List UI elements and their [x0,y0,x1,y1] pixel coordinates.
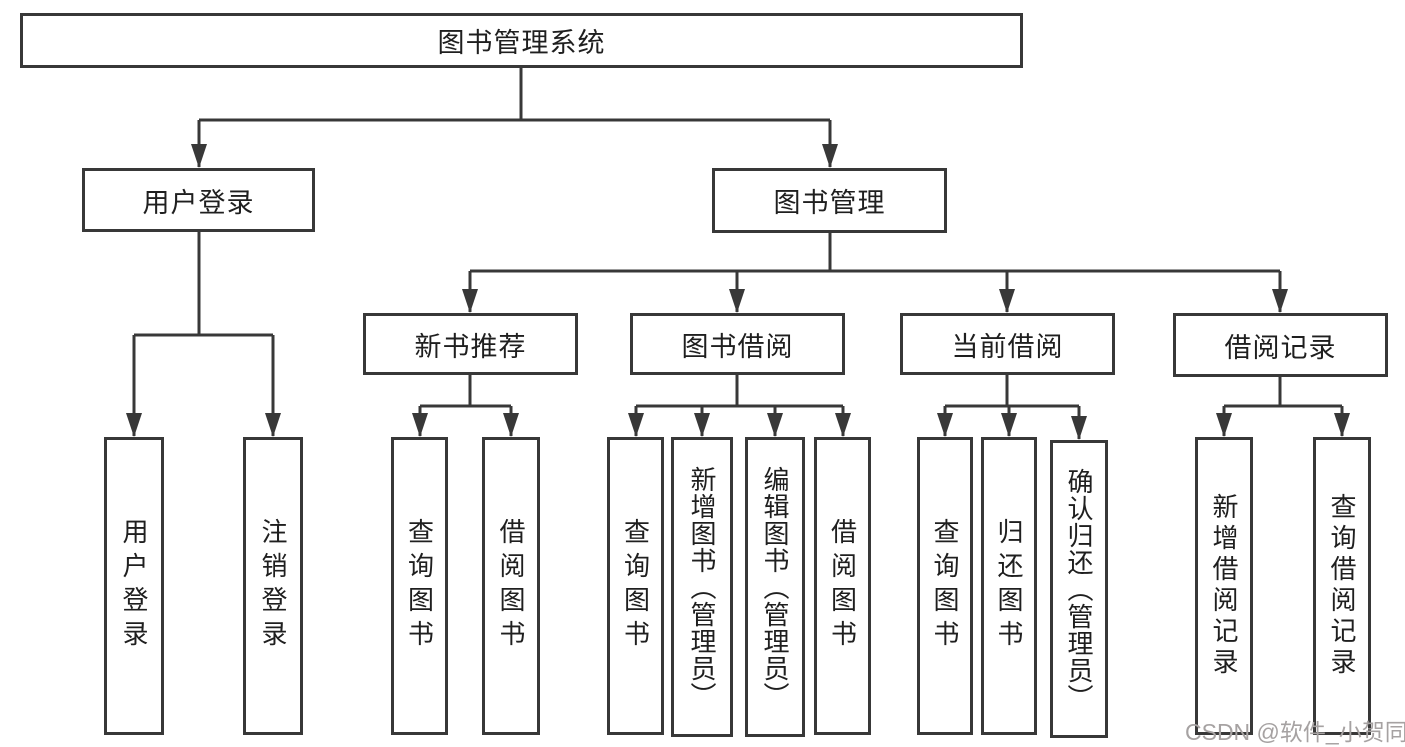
leaf-query-current: 查询图书 [917,437,973,735]
leaf-user-login: 用户登录 [104,437,164,735]
node-book-mgmt: 图书管理 [712,168,947,233]
node-system-root: 图书管理系统 [20,13,1023,68]
leaf-borrow-book: 借阅图书 [814,437,871,735]
node-current-borrow: 当前借阅 [900,313,1115,375]
csdn-watermark: CSDN @软件_小贺同学 [1185,719,1405,745]
leaf-edit-book-admin: 编辑图书（管理员） [745,437,805,737]
connector-new-book [412,375,519,437]
leaf-borrow-book-rec: 借阅图书 [482,437,540,735]
leaf-query-book: 查询图书 [607,437,664,735]
leaf-query-book-rec: 查询图书 [391,437,448,735]
node-new-book-rec: 新书推荐 [363,313,578,375]
leaf-return-book: 归还图书 [981,437,1037,735]
connector-root [191,68,838,168]
leaf-confirm-return-admin: 确认归还（管理员） [1050,440,1108,738]
connector-borrow-record [1216,377,1350,437]
leaf-query-borrow-record: 查询借阅记录 [1313,437,1371,735]
node-user-login: 用户登录 [82,168,315,232]
connector-book-borrow [628,375,851,437]
leaf-logout: 注销登录 [243,437,303,735]
connector-current-borrow [937,375,1087,440]
node-borrow-record: 借阅记录 [1173,313,1388,377]
node-book-borrow: 图书借阅 [630,313,845,375]
connector-book-mgmt [462,233,1288,313]
leaf-add-borrow-record: 新增借阅记录 [1195,437,1253,735]
connector-user-login [126,232,281,437]
leaf-add-book-admin: 新增图书（管理员） [671,437,733,737]
